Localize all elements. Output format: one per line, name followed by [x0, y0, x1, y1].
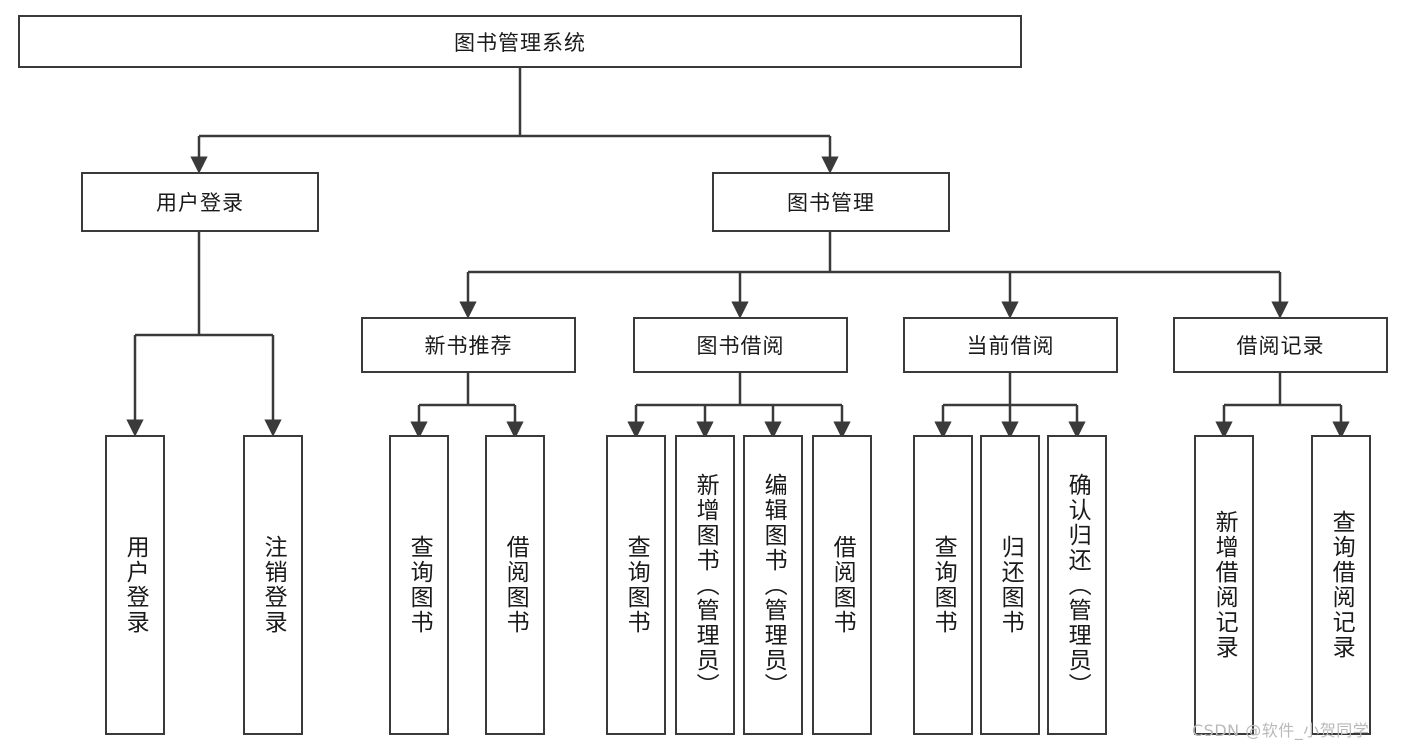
- leaf-user-login-login[interactable]: 用户登录: [105, 435, 165, 735]
- node-label: 借阅图书: [829, 535, 856, 635]
- node-label: 图书借阅: [696, 334, 785, 358]
- node-label: 查询图书: [930, 535, 957, 635]
- node-label: 新书推荐: [424, 334, 513, 358]
- leaf-current-borrow-query[interactable]: 查询图书: [913, 435, 973, 735]
- leaf-book-borrow-borrow[interactable]: 借阅图书: [812, 435, 872, 735]
- node-label: 当前借阅: [966, 334, 1055, 358]
- node-label: 查询图书: [406, 535, 433, 635]
- csdn-watermark: CSDN @软件_小贺同学: [1192, 721, 1370, 740]
- node-label: 借阅记录: [1236, 334, 1325, 358]
- node-label: 编辑图书（管理员）: [760, 472, 787, 698]
- leaf-new-book-borrow[interactable]: 借阅图书: [485, 435, 545, 735]
- leaf-borrow-record-add[interactable]: 新增借阅记录: [1194, 435, 1254, 735]
- node-label: 图书管理系统: [454, 30, 586, 55]
- leaf-current-borrow-confirm-admin[interactable]: 确认归还（管理员）: [1047, 435, 1107, 735]
- node-book-borrow[interactable]: 图书借阅: [633, 317, 848, 373]
- node-label: 查询图书: [623, 535, 650, 635]
- node-label: 确认归还（管理员）: [1064, 472, 1091, 698]
- node-current-borrow[interactable]: 当前借阅: [903, 317, 1118, 373]
- node-new-book-recommend[interactable]: 新书推荐: [361, 317, 576, 373]
- node-label: 用户登录: [122, 535, 149, 635]
- leaf-user-login-logout[interactable]: 注销登录: [243, 435, 303, 735]
- leaf-book-borrow-edit-admin[interactable]: 编辑图书（管理员）: [743, 435, 803, 735]
- node-label: 新增图书（管理员）: [692, 472, 719, 698]
- node-root-book-management-system[interactable]: 图书管理系统: [18, 15, 1022, 68]
- node-user-login[interactable]: 用户登录: [81, 172, 319, 232]
- leaf-current-borrow-return[interactable]: 归还图书: [980, 435, 1040, 735]
- leaf-borrow-record-query[interactable]: 查询借阅记录: [1311, 435, 1371, 735]
- node-label: 用户登录: [156, 191, 244, 215]
- node-label: 借阅图书: [502, 535, 529, 635]
- node-label: 新增借阅记录: [1211, 510, 1238, 660]
- node-book-management[interactable]: 图书管理: [712, 172, 950, 232]
- node-label: 归还图书: [997, 535, 1024, 635]
- node-label: 图书管理: [787, 191, 875, 215]
- node-label: 注销登录: [260, 535, 287, 635]
- node-label: 查询借阅记录: [1328, 510, 1355, 660]
- leaf-new-book-query[interactable]: 查询图书: [389, 435, 449, 735]
- leaf-book-borrow-add-admin[interactable]: 新增图书（管理员）: [675, 435, 735, 735]
- leaf-book-borrow-query[interactable]: 查询图书: [606, 435, 666, 735]
- node-borrow-record[interactable]: 借阅记录: [1173, 317, 1388, 373]
